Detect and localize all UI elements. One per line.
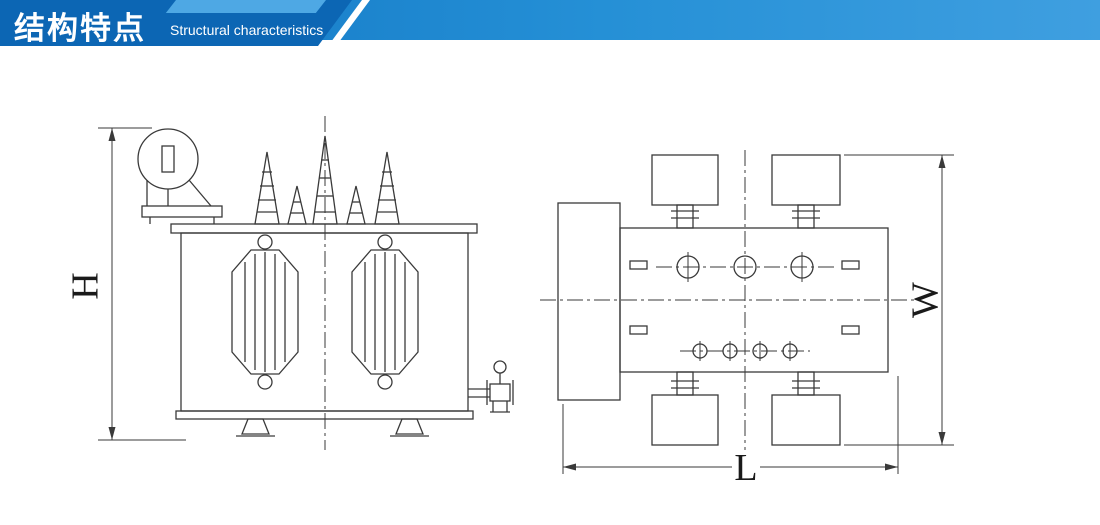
page-subtitle: Structural characteristics — [170, 22, 324, 38]
winding-right — [351, 234, 419, 390]
dimension-h: H — [64, 127, 186, 441]
plan-view: W L — [540, 150, 954, 489]
dimension-l: L — [562, 376, 899, 489]
banner-accent-shape — [165, 0, 326, 13]
dial-gauge — [137, 128, 223, 224]
bushing-insulators — [254, 135, 400, 225]
dimension-w-label: W — [904, 282, 946, 318]
lifting-slots — [629, 260, 860, 335]
tank-plan — [619, 227, 889, 373]
bushings-plan-lower — [680, 341, 810, 361]
header-banner: 结构特点 Structural characteristics — [0, 0, 1100, 48]
dimension-w: W — [844, 154, 954, 446]
tank-front — [170, 223, 478, 437]
winding-left — [231, 234, 299, 390]
page-title: 结构特点 — [14, 11, 146, 46]
front-view: H — [64, 116, 514, 450]
dimension-h-label: H — [64, 272, 106, 299]
drain-valve — [468, 360, 514, 413]
cooling-boxes-bottom — [651, 371, 841, 446]
dimension-l-label: L — [734, 447, 757, 489]
radiator-block — [557, 202, 621, 401]
cooling-boxes-top — [651, 154, 841, 229]
bushings-plan-upper — [656, 252, 834, 282]
